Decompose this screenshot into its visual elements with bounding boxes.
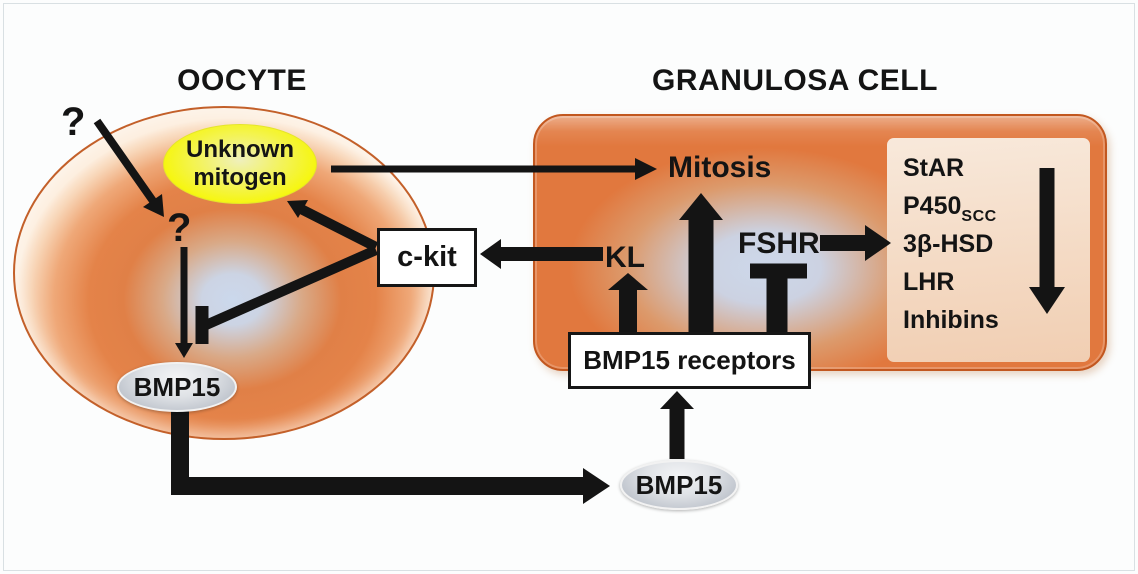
arrow-bmp15-to-receptors-icon bbox=[660, 391, 694, 459]
mitogen-line2: mitogen bbox=[193, 164, 287, 191]
mitosis-label: Mitosis bbox=[668, 151, 772, 184]
gene-list-panel: StAR P450SCC 3β-HSD LHR Inhibins bbox=[887, 138, 1090, 362]
question-mark-inner: ? bbox=[167, 206, 192, 250]
gene-item-lhr: LHR bbox=[903, 268, 955, 296]
fshr-label: FSHR bbox=[738, 227, 820, 260]
oocyte-title: OOCYTE bbox=[177, 64, 307, 97]
bmp15-secreted-node: BMP15 bbox=[620, 460, 738, 510]
gene-list: StAR P450SCC 3β-HSD LHR Inhibins bbox=[903, 149, 999, 339]
bmp15-receptors-node: BMP15 receptors bbox=[568, 332, 811, 389]
mitogen-line1: Unknown bbox=[186, 136, 294, 163]
question-mark-outer: ? bbox=[61, 100, 86, 144]
gene-item-inhibins: Inhibins bbox=[903, 306, 999, 334]
granulosa-title: GRANULOSA CELL bbox=[652, 64, 938, 97]
unknown-mitogen-node: Unknown mitogen bbox=[163, 124, 317, 204]
gene-p450-subscript: SCC bbox=[961, 208, 997, 225]
gene-p450-base: P450 bbox=[903, 192, 962, 220]
gene-item-p450scc: P450SCC bbox=[903, 187, 999, 225]
gene-item-3b-hsd: 3β-HSD bbox=[903, 230, 994, 258]
gene-item-star: StAR bbox=[903, 154, 965, 182]
ckit-node: c-kit bbox=[377, 228, 477, 287]
bmp15-oocyte-node: BMP15 bbox=[117, 362, 237, 412]
kl-label: KL bbox=[605, 241, 645, 274]
